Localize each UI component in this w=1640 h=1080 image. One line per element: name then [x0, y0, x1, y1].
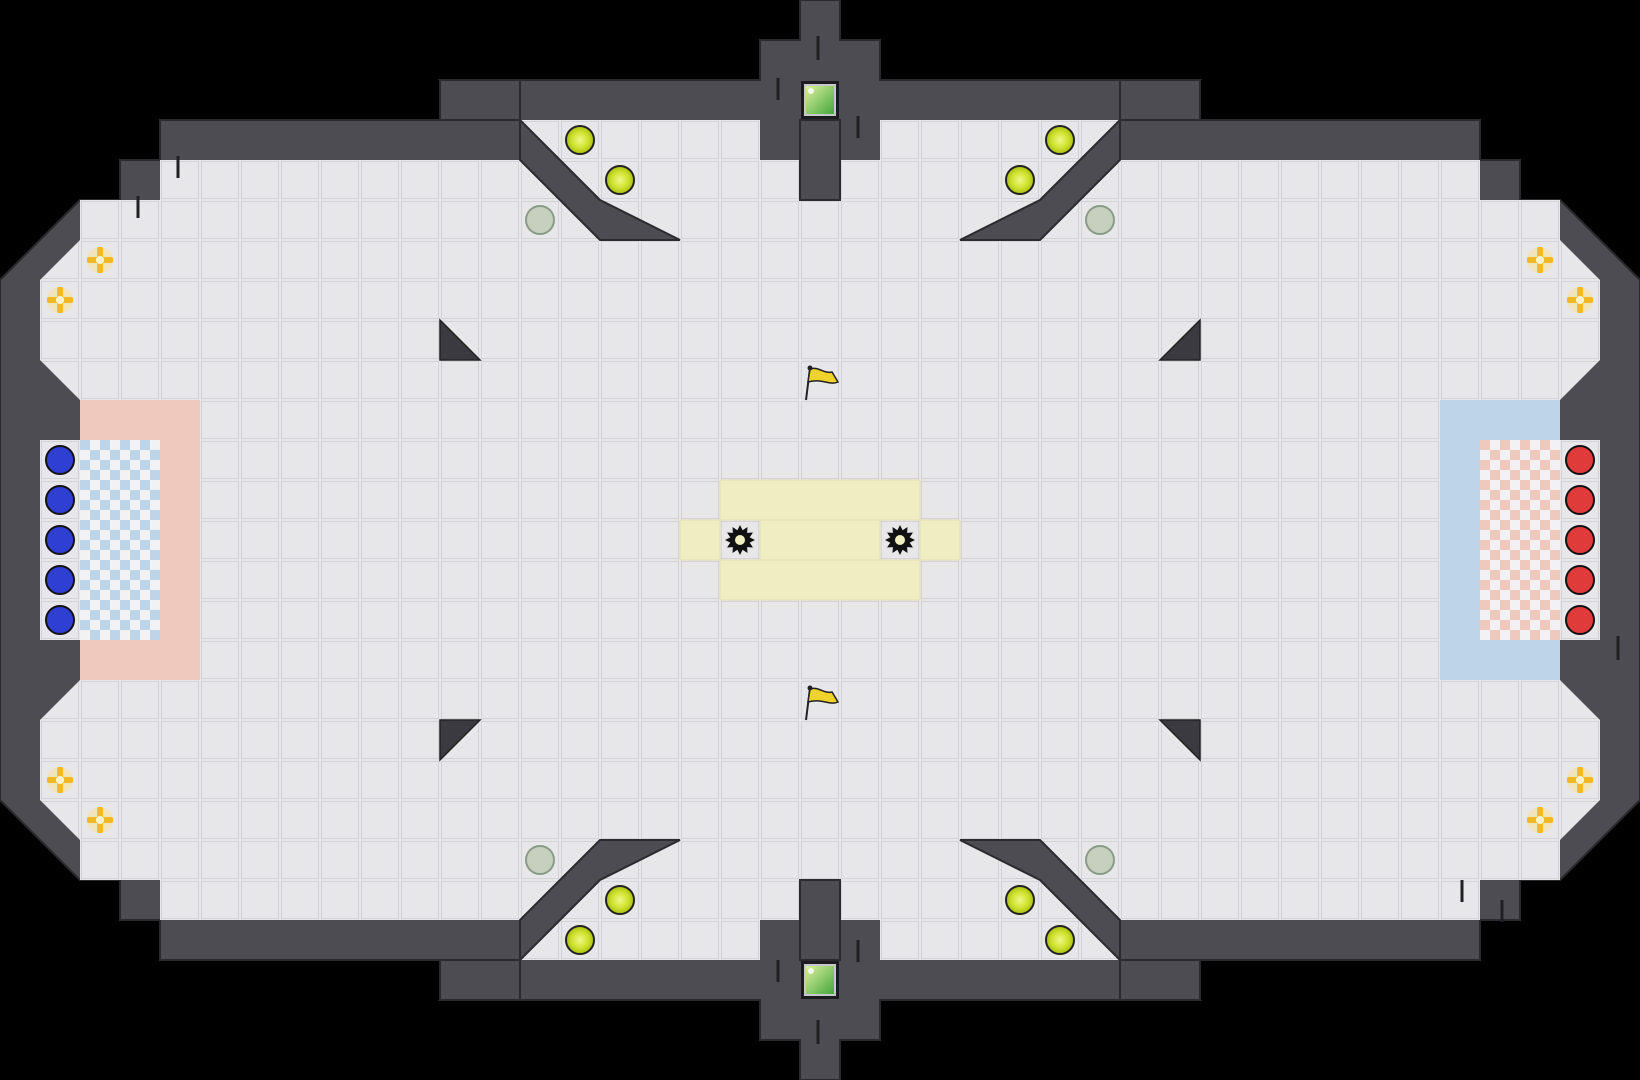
spike-center	[735, 535, 745, 545]
boost-pad	[1045, 125, 1075, 155]
boost-pad	[605, 165, 635, 195]
flag-icon	[805, 365, 840, 401]
bomb-icon	[87, 807, 113, 833]
neutral-zone	[679, 479, 961, 601]
boost-pad	[565, 125, 595, 155]
boost-pad-inactive	[1085, 845, 1115, 875]
blue-spawn	[45, 605, 75, 635]
blue-spawn	[45, 485, 75, 515]
boost-pad-inactive	[1085, 205, 1115, 235]
red-spawn	[1565, 565, 1595, 595]
red-spawn	[1565, 485, 1595, 515]
gate-walls	[439, 79, 1201, 1001]
portal-icon	[801, 81, 839, 119]
boost-pad-inactive	[525, 845, 555, 875]
boost-pad-inactive	[525, 205, 555, 235]
interior-diagonals	[439, 318, 1201, 762]
boost-pad	[1005, 885, 1035, 915]
portal-icon	[801, 961, 839, 999]
spike-center	[895, 535, 905, 545]
bomb-icon	[47, 767, 73, 793]
red-spawn	[1565, 525, 1595, 555]
bomb-icon	[1567, 767, 1593, 793]
blue-spawn	[45, 565, 75, 595]
boost-pad	[1005, 165, 1035, 195]
red-spawn	[1565, 605, 1595, 635]
bomb-icon	[1527, 807, 1553, 833]
boost-pad	[1045, 925, 1075, 955]
bomb-icon	[1527, 247, 1553, 273]
bomb-icon	[87, 247, 113, 273]
flag-icon	[805, 685, 840, 721]
boost-pad	[565, 925, 595, 955]
red-spawn	[1565, 445, 1595, 475]
boost-pad	[605, 885, 635, 915]
bomb-icon	[1567, 287, 1593, 313]
blue-spawn	[45, 445, 75, 475]
wall-grooves	[136, 36, 1620, 1044]
bomb-icon	[47, 287, 73, 313]
blue-spawn	[45, 525, 75, 555]
team-zones	[80, 400, 1560, 680]
